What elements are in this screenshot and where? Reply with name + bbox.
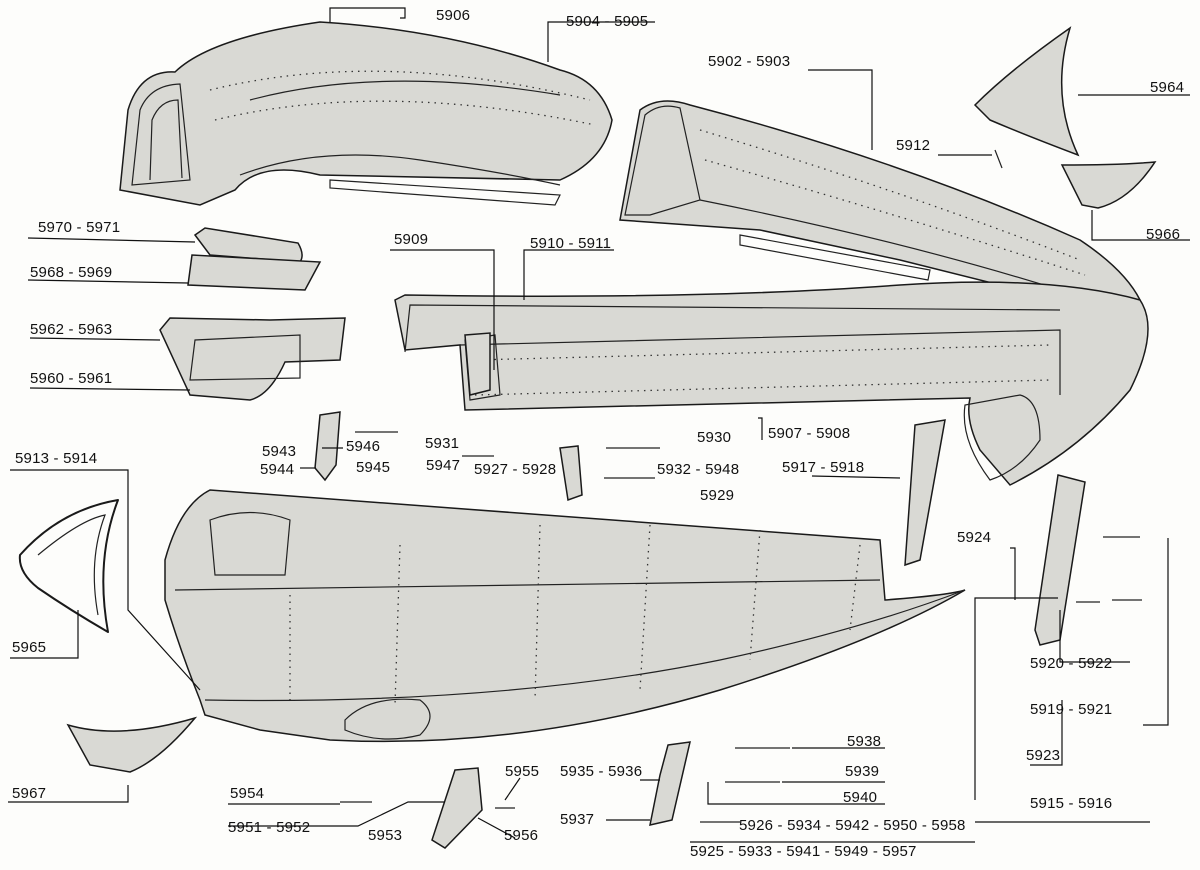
label-5967: 5967	[12, 785, 47, 802]
bottom-cowling-part	[164, 489, 966, 743]
bracket-parts	[314, 332, 1086, 849]
label-5924: 5924	[957, 529, 992, 546]
label-5927-5928: 5927 - 5928	[474, 461, 557, 478]
label-5902-5903: 5902 - 5903	[708, 53, 791, 70]
label-5951-5952: 5951 - 5952	[228, 819, 311, 836]
label-5968-5969: 5968 - 5969	[30, 264, 113, 281]
label-5926-5958: 5926 - 5934 - 5942 - 5950 - 5958	[739, 817, 966, 834]
label-5953: 5953	[368, 827, 403, 844]
label-5904-5905: 5904 - 5905	[566, 13, 649, 30]
label-5938: 5938	[847, 733, 882, 750]
label-5964: 5964	[1150, 79, 1185, 96]
label-5923: 5923	[1026, 747, 1061, 764]
label-5930: 5930	[697, 429, 732, 446]
label-5943: 5943	[262, 443, 297, 460]
fairing-upper-part	[973, 26, 1157, 209]
label-5944: 5944	[260, 461, 295, 478]
label-5915-5916: 5915 - 5916	[1030, 795, 1113, 812]
label-5954: 5954	[230, 785, 265, 802]
fastener-parts	[340, 149, 1142, 823]
label-5913-5914: 5913 - 5914	[15, 450, 98, 467]
label-5932-5948: 5932 - 5948	[657, 461, 740, 478]
label-5920-5922: 5920 - 5922	[1030, 655, 1113, 672]
label-5937: 5937	[560, 811, 595, 828]
label-5947: 5947	[426, 457, 461, 474]
small-panel-upper	[187, 227, 322, 291]
label-5931: 5931	[425, 435, 460, 452]
label-5925-5957: 5925 - 5933 - 5941 - 5949 - 5957	[690, 843, 917, 860]
label-5946: 5946	[346, 438, 381, 455]
label-5935-5936: 5935 - 5936	[560, 763, 643, 780]
label-5965: 5965	[12, 639, 47, 656]
small-panel-lower	[159, 317, 346, 401]
label-5929: 5929	[700, 487, 735, 504]
label-5970-5971: 5970 - 5971	[38, 219, 121, 236]
label-5945: 5945	[356, 459, 391, 476]
label-5906: 5906	[436, 7, 471, 24]
rear-cowling-part	[119, 21, 613, 206]
label-5919-5921: 5919 - 5921	[1030, 701, 1113, 718]
label-5956: 5956	[504, 827, 539, 844]
label-5910-5911: 5910 - 5911	[530, 235, 612, 252]
label-5966: 5966	[1146, 226, 1181, 243]
label-5939: 5939	[845, 763, 880, 780]
label-5940: 5940	[843, 789, 878, 806]
leader-lines	[8, 7, 1190, 843]
label-5907-5908: 5907 - 5908	[768, 425, 851, 442]
label-5909: 5909	[394, 231, 429, 248]
label-5955: 5955	[505, 763, 540, 780]
label-5912: 5912	[896, 137, 931, 154]
label-5917-5918: 5917 - 5918	[782, 459, 865, 476]
label-5960-5961: 5960 - 5961	[30, 370, 113, 387]
label-5962-5963: 5962 - 5963	[30, 321, 113, 338]
side-panel-part	[394, 281, 1149, 486]
fairing-left-part	[18, 499, 198, 773]
